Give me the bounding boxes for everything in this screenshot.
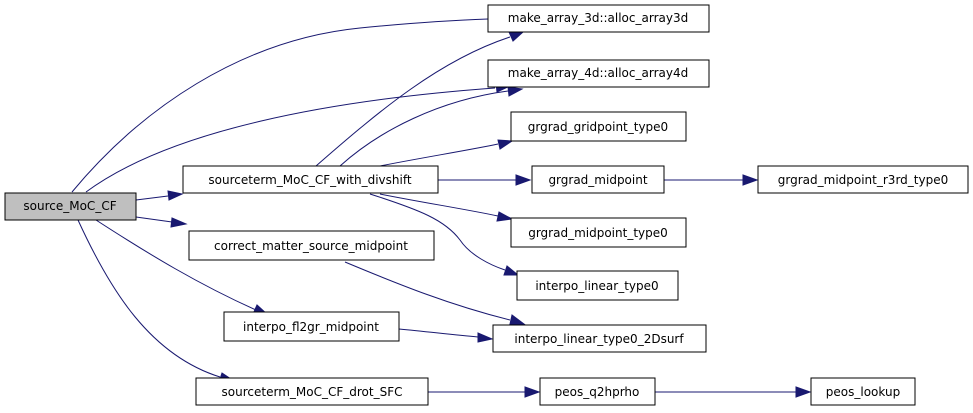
node-make-array-4d[interactable]: make_array_4d::alloc_array4d	[487, 59, 710, 88]
edge-fl2gr-to-2dsurf	[398, 328, 479, 338]
edge-source-to-correct-matter	[135, 216, 173, 223]
node-interpo-linear-type0-2dsurf[interactable]: interpo_linear_type0_2Dsurf	[492, 324, 707, 353]
node-grgrad-midpoint[interactable]: grgrad_midpoint	[531, 165, 665, 194]
node-interpo-fl2gr-midpoint[interactable]: interpo_fl2gr_midpoint	[223, 311, 400, 342]
node-label: sourceterm_MoC_CF_with_divshift	[208, 173, 411, 187]
edge-source-to-fl2gr	[95, 219, 257, 311]
node-interpo-linear-type0[interactable]: interpo_linear_type0	[516, 270, 679, 301]
arrowhead	[170, 217, 188, 228]
node-label: grgrad_midpoint_r3rd_type0	[778, 173, 948, 187]
node-correct-matter-source-midpoint[interactable]: correct_matter_source_midpoint	[188, 230, 435, 261]
arrowhead	[742, 174, 759, 186]
node-sourceterm-with-divshift[interactable]: sourceterm_MoC_CF_with_divshift	[182, 165, 439, 194]
edge-divshift-to-grgrad-gridpoint	[379, 143, 499, 167]
arrowhead	[497, 139, 514, 150]
arrowhead	[477, 332, 494, 343]
arrowhead	[509, 314, 526, 325]
edge-divshift-to-make-array-4d	[339, 90, 509, 167]
node-label: make_array_3d::alloc_array3d	[508, 11, 688, 25]
edge-source-to-divshift	[135, 195, 169, 201]
edge-correct-matter-to-2dsurf	[344, 261, 511, 321]
node-peos-lookup[interactable]: peos_lookup	[810, 377, 916, 406]
arrowhead	[503, 265, 520, 276]
arrowhead	[167, 190, 184, 201]
arrowhead	[515, 174, 532, 186]
arrowhead	[496, 211, 514, 222]
node-label: grgrad_midpoint_type0	[528, 226, 668, 240]
node-source-moc-cf[interactable]: source_MoC_CF	[4, 192, 137, 221]
node-make-array-3d[interactable]: make_array_3d::alloc_array3d	[487, 4, 710, 33]
arrowhead	[508, 31, 525, 42]
node-grgrad-midpoint-r3rd-type0[interactable]: grgrad_midpoint_r3rd_type0	[757, 165, 969, 194]
node-label: make_array_4d::alloc_array4d	[508, 66, 688, 80]
arrowhead	[524, 386, 541, 398]
node-label: peos_q2hprho	[555, 385, 640, 399]
arrowhead	[507, 86, 524, 97]
node-label: grgrad_gridpoint_type0	[528, 120, 668, 134]
node-label: interpo_linear_type0_2Dsurf	[514, 332, 684, 346]
edge-source-to-make-array-3d	[71, 18, 489, 193]
node-label: peos_lookup	[826, 385, 900, 399]
node-label: sourceterm_MoC_CF_drot_SFC	[222, 385, 403, 399]
edge-divshift-to-grgrad-midpoint-type0	[379, 193, 499, 217]
node-sourceterm-drot-sfc[interactable]: sourceterm_MoC_CF_drot_SFC	[195, 377, 429, 406]
node-label: interpo_linear_type0	[535, 279, 658, 293]
node-label: grgrad_midpoint	[548, 173, 647, 187]
edges	[71, 13, 812, 398]
node-label: interpo_fl2gr_midpoint	[243, 320, 379, 334]
node-peos-q2hprho[interactable]: peos_q2hprho	[539, 377, 656, 406]
edge-divshift-to-make-array-3d	[315, 36, 511, 167]
edge-source-to-make-array-4d	[85, 87, 496, 193]
node-label: source_MoC_CF	[23, 199, 116, 213]
node-grgrad-midpoint-type0[interactable]: grgrad_midpoint_type0	[510, 217, 687, 248]
edge-source-to-drot-sfc	[77, 219, 221, 378]
edge-divshift-to-interpo-linear	[369, 193, 506, 271]
node-label: correct_matter_source_midpoint	[214, 239, 408, 253]
node-grgrad-gridpoint-type0[interactable]: grgrad_gridpoint_type0	[510, 111, 687, 142]
arrowhead	[795, 386, 812, 398]
